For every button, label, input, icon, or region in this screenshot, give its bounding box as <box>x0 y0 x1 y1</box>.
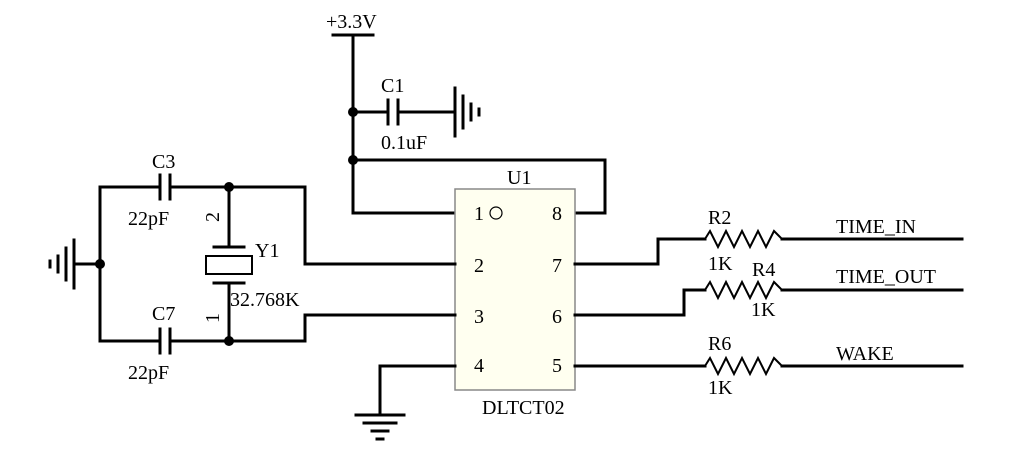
r6-ref: R6 <box>708 333 731 355</box>
crystal-y1: Y1 32.768K 2 1 <box>202 185 300 343</box>
c1-value: 0.1uF <box>381 132 427 154</box>
u1-ref: U1 <box>507 167 531 189</box>
pin1-marker <box>489 206 503 220</box>
pin-label: 3 <box>474 306 484 328</box>
r2-ref: R2 <box>708 207 731 229</box>
ic-u1: U1 DLTCT02 1 2 3 4 8 7 6 5 <box>454 167 576 419</box>
resistor-r2: R2 1K <box>573 207 964 275</box>
ground-symbol-crystal <box>48 238 102 290</box>
pin-label: 2 <box>474 255 484 277</box>
y1-pin2-label: 2 <box>202 212 224 222</box>
crystal-to-ic-wires <box>303 185 457 343</box>
pin-label: 5 <box>552 355 562 377</box>
c7-ref: C7 <box>152 303 175 325</box>
c7-value: 22pF <box>128 362 169 384</box>
capacitor-c1: C1 0.1uF <box>351 75 457 154</box>
ground-symbol-c1 <box>453 86 481 138</box>
vcc-label: +3.3V <box>326 11 377 33</box>
y1-pin1-label: 1 <box>202 313 224 323</box>
y1-ref: Y1 <box>255 240 279 262</box>
c1-ref: C1 <box>381 75 404 97</box>
resistor-r6: R6 1K <box>573 333 964 399</box>
pin-label: 7 <box>552 255 562 277</box>
r4-value: 1K <box>751 299 776 321</box>
c3-value: 22pF <box>128 208 169 230</box>
junction-dot <box>348 107 358 117</box>
pin-label: 8 <box>552 203 562 225</box>
u1-part: DLTCT02 <box>482 397 565 419</box>
net-label-time-out: TIME_OUT <box>836 266 936 288</box>
net-label-time-in: TIME_IN <box>836 216 916 238</box>
pin4-ground-wire <box>378 364 457 417</box>
vcc-supply: +3.3V <box>326 11 377 215</box>
capacitor-c3: C3 22pF <box>98 151 307 230</box>
pin8-supply-wire <box>351 158 607 215</box>
ground-symbol-u1 <box>354 413 406 441</box>
r4-ref: R4 <box>752 259 775 281</box>
net-label-wake: WAKE <box>836 343 894 365</box>
y1-value: 32.768K <box>230 289 300 311</box>
c3-ref: C3 <box>152 151 175 173</box>
r6-value: 1K <box>708 377 733 399</box>
resistor-r4: R4 1K <box>573 259 964 321</box>
pin-label: 1 <box>474 203 484 225</box>
r2-value: 1K <box>708 253 733 275</box>
capacitor-c7: C7 22pF <box>98 303 307 384</box>
pin-label: 6 <box>552 306 562 328</box>
pin-label: 4 <box>474 355 484 377</box>
